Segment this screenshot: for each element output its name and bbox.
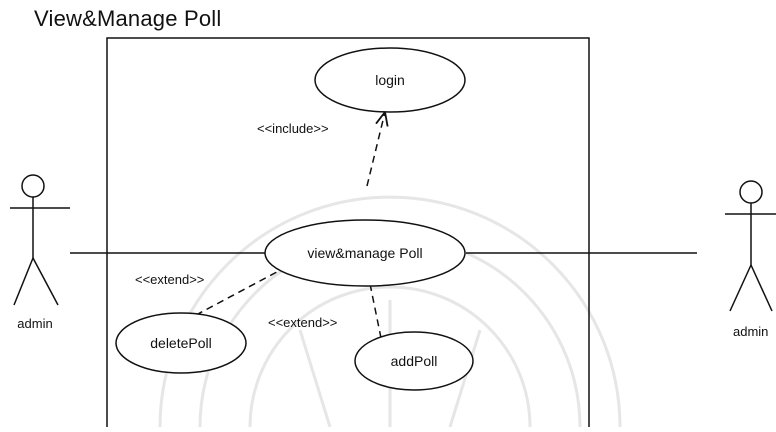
actor-right-label: admin <box>733 324 768 339</box>
use-case-view-manage[interactable]: view&manage Poll <box>264 219 466 287</box>
use-case-add-poll-label: addPoll <box>391 353 438 369</box>
use-case-delete-poll-label: deletePoll <box>150 335 212 351</box>
include-arrow <box>366 112 385 187</box>
use-case-add-poll[interactable]: addPoll <box>354 331 474 391</box>
use-case-login-label: login <box>375 72 405 88</box>
include-label: <<include>> <box>257 121 329 136</box>
actor-left-label: admin <box>17 316 52 331</box>
actor-left[interactable] <box>10 174 70 306</box>
extend-delete-label: <<extend>> <box>135 272 204 287</box>
use-case-view-manage-label: view&manage Poll <box>307 245 422 261</box>
use-case-login[interactable]: login <box>314 47 466 113</box>
actor-right[interactable] <box>725 180 776 312</box>
diagram-title: View&Manage Poll <box>34 6 222 31</box>
system-boundary <box>106 37 590 432</box>
use-case-delete-poll[interactable]: deletePoll <box>115 312 247 374</box>
extend-add-label: <<extend>> <box>268 315 337 330</box>
